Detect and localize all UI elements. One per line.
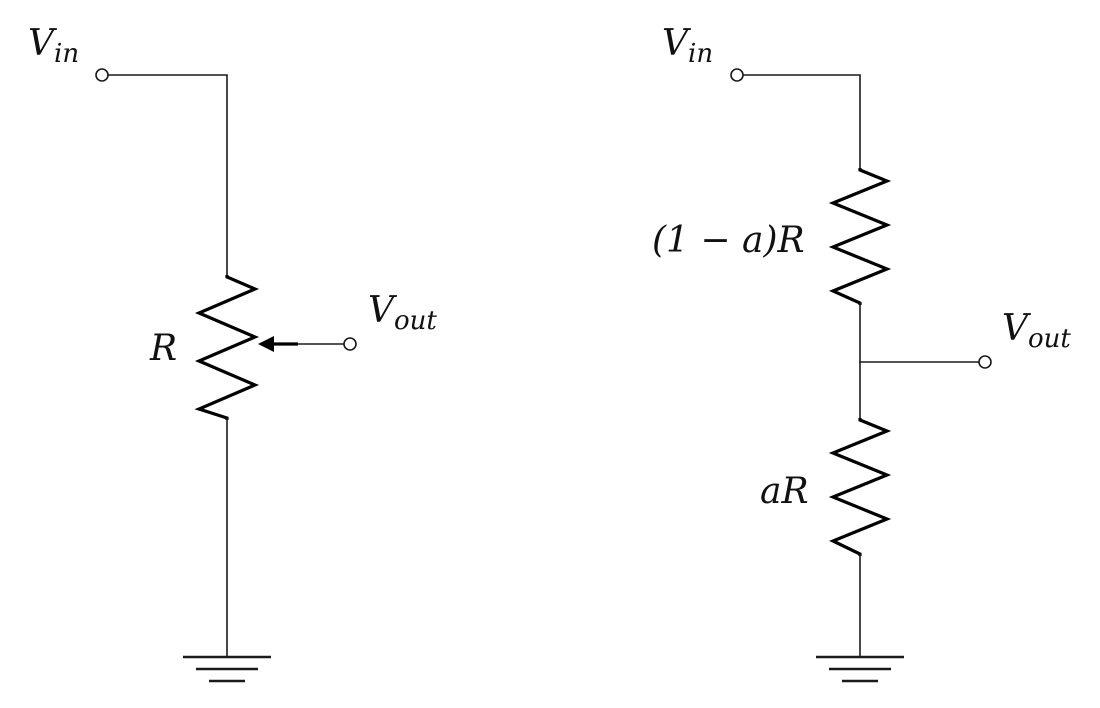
left-vin-label: Vin (28, 23, 79, 69)
right-vin-terminal (730, 68, 744, 82)
left-resistor-label: R (149, 328, 177, 369)
right-lower-resistor-label: aR (760, 471, 809, 512)
right-vout-label: Vout (1002, 308, 1071, 354)
left-vin-wire (107, 74, 228, 276)
left-vout-terminal (343, 337, 357, 351)
right-vin-label: Vin (662, 23, 713, 69)
left-wiper-arrow (258, 336, 345, 352)
right-upper-resistor-label: (1 − a)R (652, 220, 805, 261)
voltage-divider-circuit: Vin Vout (1 − a)R aR (652, 23, 1071, 683)
left-ground-symbol (183, 655, 271, 683)
right-vout-terminal (978, 355, 992, 369)
left-resistor-r (194, 275, 260, 420)
right-vin-wire (742, 74, 861, 169)
potentiometer-circuit: Vin Vout R (28, 23, 437, 683)
left-vout-label: Vout (368, 290, 437, 336)
right-upper-resistor (828, 168, 892, 305)
right-ground-symbol (816, 655, 904, 683)
left-vin-terminal (95, 68, 109, 82)
right-lower-resistor (828, 418, 892, 556)
